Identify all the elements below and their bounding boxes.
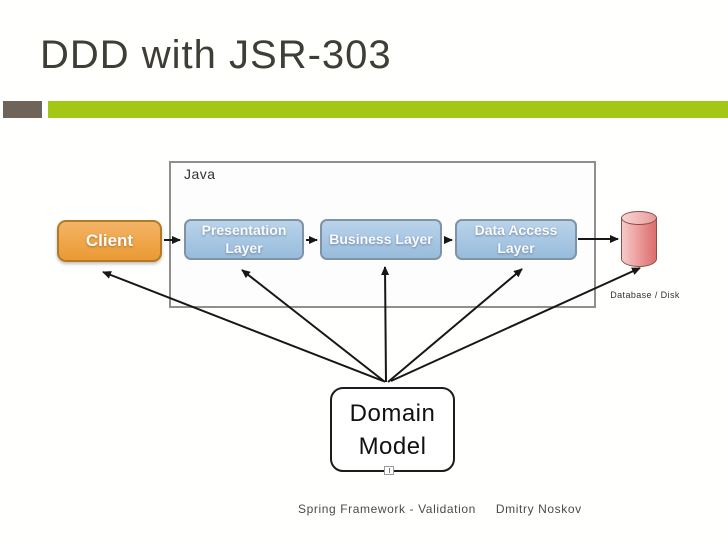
presentation-layer-label: Presentation Layer (201, 222, 287, 256)
anchor-artifact-icon (384, 466, 394, 475)
presentation-layer-node: Presentation Layer (184, 219, 304, 260)
footer-presentation-title: Spring Framework - Validation (298, 502, 476, 516)
business-layer-label: Business Layer (329, 230, 433, 247)
database-cylinder-top (621, 211, 657, 225)
data-access-layer-label: Data Access Layer (474, 222, 558, 256)
data-access-layer-node: Data Access Layer (455, 219, 577, 260)
slide-footer: Spring Framework - Validation Dmitry Nos… (298, 502, 582, 516)
client-label: Client (85, 231, 134, 250)
client-node: Client (57, 220, 162, 262)
accent-green-bar (48, 101, 728, 118)
accent-gray-square (3, 101, 42, 118)
java-container-label: Java (184, 166, 216, 182)
business-layer-node: Business Layer (320, 219, 442, 260)
footer-author: Dmitry Noskov (495, 502, 582, 516)
database-cylinder-icon (621, 211, 659, 269)
domain-model-label: Domain Model (349, 400, 436, 460)
database-cylinder-body (621, 217, 657, 267)
domain-model-node: Domain Model (330, 387, 455, 472)
database-label: Database / Disk (610, 290, 680, 300)
slide-title: DDD with JSR-303 (40, 33, 392, 77)
